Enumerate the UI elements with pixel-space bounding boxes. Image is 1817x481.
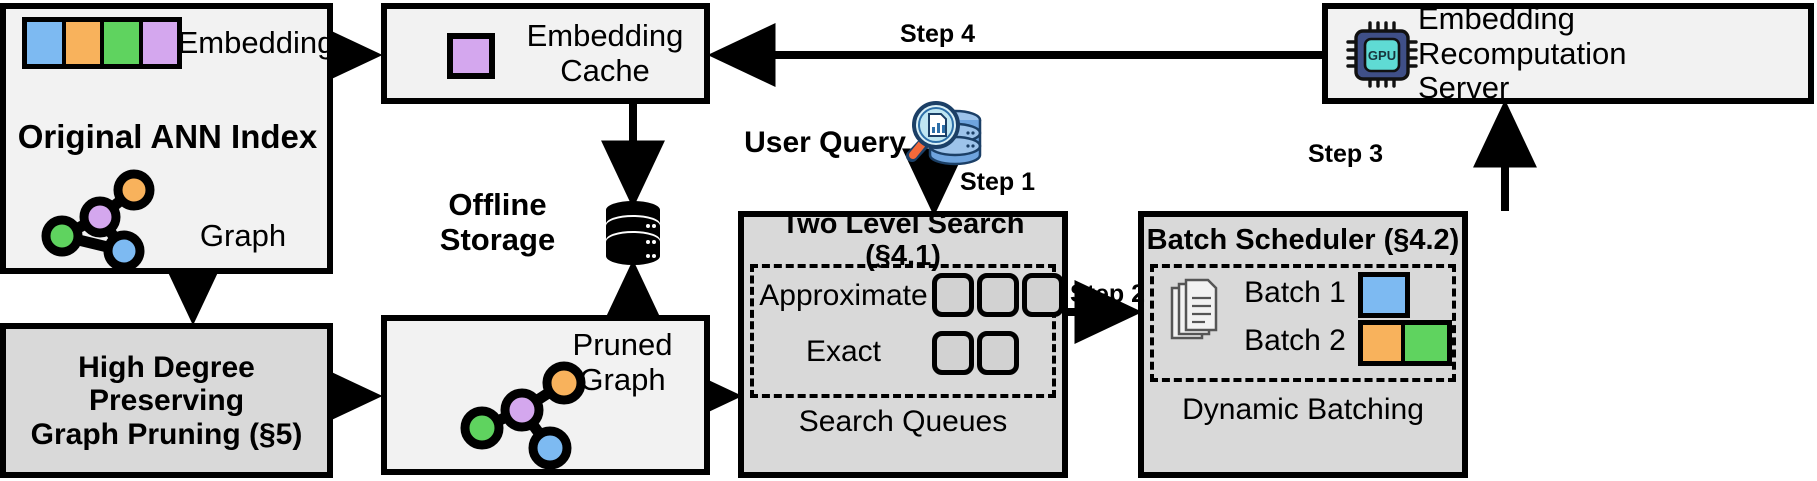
embedding-cell-blue — [27, 22, 66, 64]
batch-chip-orange — [1363, 325, 1405, 361]
queue-slot — [977, 273, 1019, 317]
step-1-label: Step 1 — [960, 168, 1036, 196]
queue-slot — [1022, 273, 1064, 317]
approximate-label: Approximate — [759, 279, 928, 313]
search-queues-footer: Search Queues — [798, 405, 1008, 439]
approximate-queue-slots — [932, 273, 1064, 317]
dynamic-batching-footer: Dynamic Batching — [1182, 393, 1424, 427]
embedding-vector-strip — [22, 17, 182, 69]
search-queues-dashed-area — [750, 264, 1056, 398]
step-2-label: Step 2 — [1070, 280, 1146, 308]
embedding-cache-swatch — [447, 33, 495, 79]
embedding-cell-purple — [142, 22, 177, 64]
offline-storage-label: Offline Storage — [439, 187, 556, 257]
graph-pruning-box — [0, 323, 333, 478]
step-3-label: Step 3 — [1308, 140, 1384, 168]
user-query-label: User Query — [744, 126, 906, 160]
dynamic-batching-dashed-area — [1150, 264, 1456, 382]
exact-queue-slots — [932, 331, 1019, 375]
batch-2-label: Batch 2 — [1244, 324, 1346, 358]
queue-slot — [932, 331, 974, 375]
embedding-label: Embedding — [177, 24, 335, 60]
graph-pruning-title: High Degree Preserving Graph Pruning (§5… — [30, 350, 303, 451]
pruned-graph-label: Pruned Graph — [572, 327, 673, 397]
exact-label: Exact — [805, 335, 882, 369]
two-level-search-title: Two Level Search (§4.1) — [781, 207, 1025, 272]
queue-slot — [932, 273, 974, 317]
batch-1-label: Batch 1 — [1244, 276, 1346, 310]
embedding-cache-title: Embedding Cache — [526, 18, 684, 88]
batch-chip-green — [1405, 325, 1447, 361]
embedding-cell-green — [104, 22, 143, 64]
embedding-cell-orange — [65, 22, 104, 64]
batch-2-chips — [1358, 320, 1452, 366]
batch-scheduler-title: Batch Scheduler (§4.2) — [1146, 223, 1460, 256]
step-4-label: Step 4 — [900, 20, 976, 48]
embedding-cache-box — [381, 3, 710, 104]
queue-slot — [977, 331, 1019, 375]
original-ann-index-title: Original ANN Index — [17, 117, 318, 155]
batch-chip-blue — [1363, 277, 1405, 313]
batch-1-chips — [1358, 272, 1410, 318]
graph-label: Graph — [199, 217, 287, 253]
embedding-recomputation-server-title: Embedding Recomputation Server — [1418, 0, 1627, 106]
